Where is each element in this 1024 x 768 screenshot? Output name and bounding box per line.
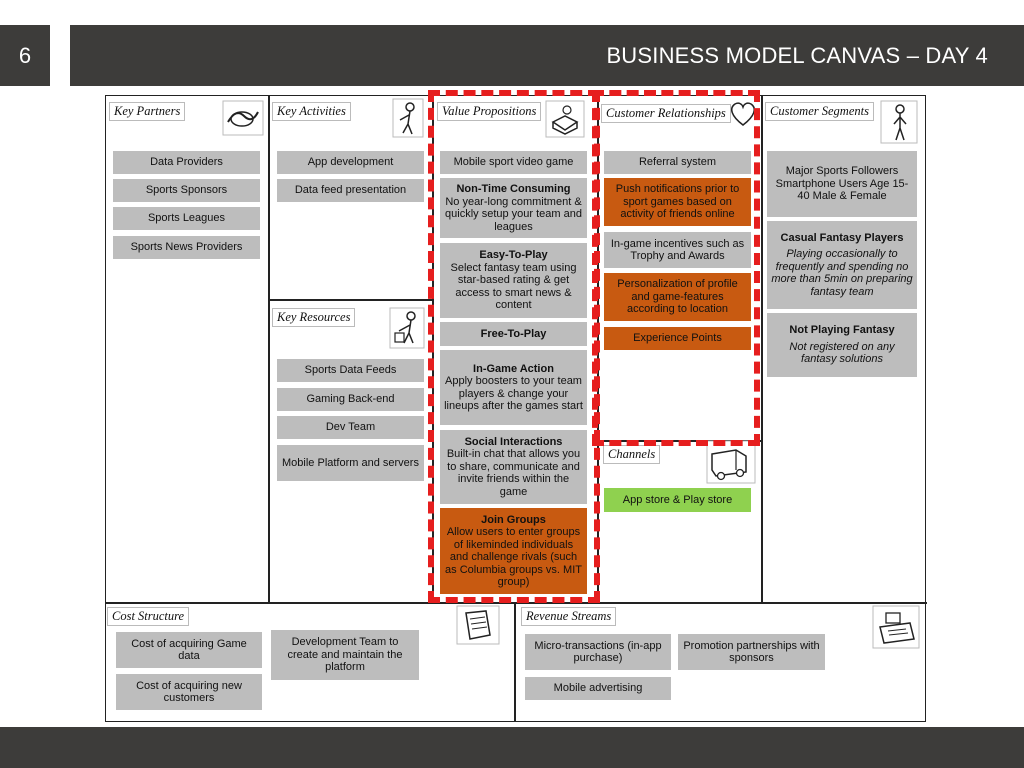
relationship-push: Push notifications prior to sport games …	[604, 178, 751, 228]
segment-not-playing: Not Playing Fantasy Not registered on an…	[767, 313, 917, 379]
key-resource-item: Mobile Platform and servers	[277, 445, 424, 483]
key-partner-item: Sports Leagues	[113, 207, 260, 232]
segment-casual: Casual Fantasy Players Playing occasiona…	[767, 221, 917, 311]
handshake-icon	[222, 100, 264, 136]
relationship-referral: Referral system	[604, 151, 751, 176]
section-key-activities: Key Activities	[272, 102, 351, 121]
slide-number: 6	[0, 25, 50, 86]
section-channels: Channels	[603, 445, 661, 464]
value-prop-non-time: Non-Time Consuming No year-long commitme…	[440, 178, 587, 240]
revenue-micro: Micro-transactions (in-app purchase)	[525, 634, 671, 672]
key-resource-item: Gaming Back-end	[277, 388, 424, 413]
key-resource-item: Sports Data Feeds	[277, 359, 424, 384]
document-icon	[456, 605, 500, 645]
key-activity-item: Data feed presentation	[277, 179, 424, 204]
relationship-incentives: In-game incentives such as Trophy and Aw…	[604, 232, 751, 270]
section-customer-relationships: Customer Relationships	[601, 104, 731, 123]
worker-icon	[389, 307, 425, 349]
section-revenue-streams: Revenue Streams	[521, 607, 617, 626]
cost-game-data: Cost of acquiring Game data	[116, 632, 262, 670]
channel-app-store: App store & Play store	[604, 488, 751, 514]
worker-icon	[392, 98, 424, 138]
cost-new-customers: Cost of acquiring new customers	[116, 674, 262, 712]
key-partner-item: Sports Sponsors	[113, 179, 260, 204]
section-customer-segments: Customer Segments	[765, 102, 874, 121]
value-prop-mobile: Mobile sport video game	[440, 151, 587, 176]
value-prop-ingame: In-Game Action Apply boosters to your te…	[440, 350, 587, 427]
heart-icon	[730, 102, 756, 126]
header-bar	[0, 25, 1024, 86]
footer-bar	[0, 727, 1024, 768]
segment-major: Major Sports Followers Smartphone Users …	[767, 151, 917, 219]
relationship-personalization: Personalization of profile and game-feat…	[604, 273, 751, 323]
slide-title: BUSINESS MODEL CANVAS – DAY 4	[606, 42, 988, 68]
value-prop-easy: Easy-To-Play Select fantasy team using s…	[440, 243, 587, 320]
section-key-resources: Key Resources	[272, 308, 356, 327]
key-activity-item: App development	[277, 151, 424, 176]
person-icon	[880, 100, 918, 144]
section-cost-structure: Cost Structure	[107, 607, 190, 626]
key-partner-item: Data Providers	[113, 151, 260, 176]
value-prop-free: Free-To-Play	[440, 322, 587, 348]
revenue-promotion: Promotion partnerships with sponsors	[678, 634, 825, 672]
gift-icon	[545, 100, 585, 138]
section-key-partners: Key Partners	[109, 102, 186, 121]
cost-dev-team: Development Team to create and maintain …	[271, 630, 419, 682]
revenue-advertising: Mobile advertising	[525, 677, 671, 702]
cash-register-icon	[872, 605, 920, 649]
relationship-experience: Experience Points	[604, 327, 751, 352]
key-resource-item: Dev Team	[277, 416, 424, 441]
value-prop-groups: Join Groups Allow users to enter groups …	[440, 508, 587, 596]
truck-icon	[706, 440, 756, 484]
value-prop-social: Social Interactions Built-in chat that a…	[440, 430, 587, 506]
key-partner-item: Sports News Providers	[113, 236, 260, 261]
section-value-propositions: Value Propositions	[437, 102, 542, 121]
